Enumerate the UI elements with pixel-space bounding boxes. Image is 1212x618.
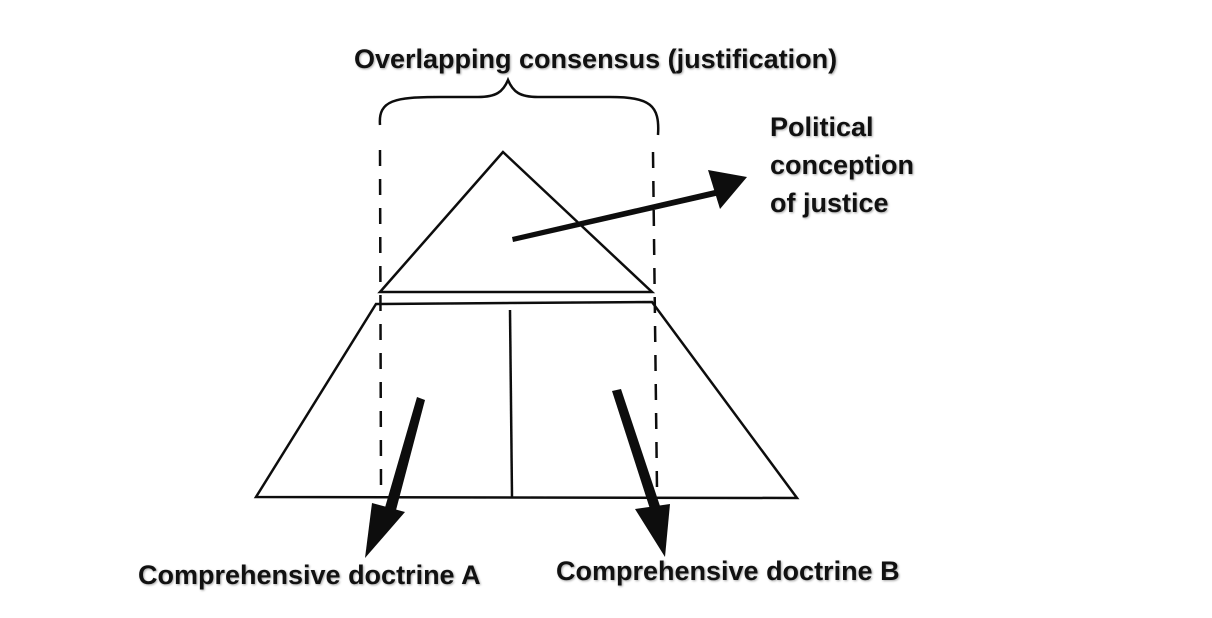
- political-conception-triangle: [377, 150, 656, 294]
- political-conception-label: Political conception of justice: [770, 108, 914, 222]
- overlapping-consensus-label: Overlapping consensus (justification): [354, 44, 838, 74]
- consensus-brace: [378, 76, 660, 136]
- political-conception-line-1: Political: [770, 112, 874, 142]
- arrow-to-doctrine-a: [365, 397, 425, 558]
- comprehensive-doctrine-a-label: Comprehensive doctrine A: [138, 560, 481, 590]
- political-conception-line-3: of justice: [770, 188, 889, 218]
- comprehensive-doctrine-b-label: Comprehensive doctrine B: [556, 556, 900, 586]
- arrow-to-doctrine-b: [612, 389, 670, 557]
- political-conception-line-2: conception: [770, 150, 915, 180]
- overlap-boundary-left: [378, 149, 383, 489]
- doctrines-divider: [508, 309, 514, 498]
- doctrines-trapezoid: [253, 300, 800, 500]
- arrow-to-political-conception: [512, 170, 747, 242]
- overlap-boundary-right: [651, 151, 659, 491]
